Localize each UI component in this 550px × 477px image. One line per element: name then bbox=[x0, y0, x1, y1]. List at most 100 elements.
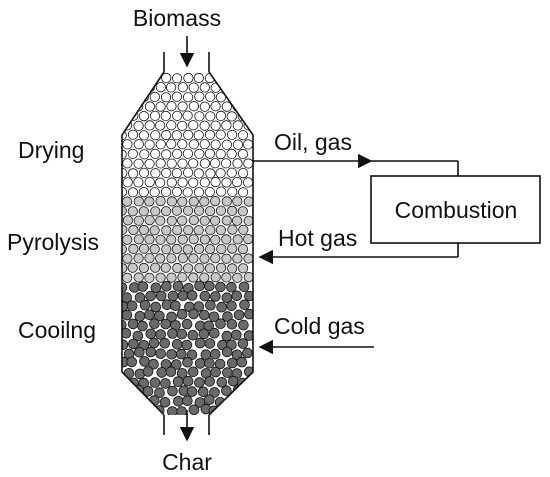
cooling-particle bbox=[231, 404, 242, 415]
drying-particle bbox=[221, 139, 232, 150]
cooling-particle bbox=[233, 309, 245, 321]
drying-particle bbox=[177, 82, 188, 93]
drying-particle bbox=[193, 168, 204, 179]
pyrolysis-particle bbox=[127, 206, 138, 217]
pyrolysis-particle bbox=[210, 253, 221, 264]
drying-particle bbox=[177, 177, 188, 188]
cooling-particle bbox=[154, 310, 165, 322]
cooling-particle bbox=[176, 368, 188, 379]
cooling-particle bbox=[242, 403, 253, 415]
cooling-particle bbox=[155, 329, 167, 340]
cooling-particle bbox=[242, 385, 253, 397]
drying-particle bbox=[194, 111, 205, 122]
cooling-particle bbox=[215, 281, 226, 293]
drying-particle bbox=[243, 139, 253, 150]
cooling-particle bbox=[160, 378, 171, 389]
drying-particle bbox=[177, 101, 188, 112]
cooling-particle bbox=[181, 339, 193, 351]
drying-particle bbox=[149, 187, 160, 198]
drying-particle bbox=[122, 110, 128, 122]
pyrolysis-particle bbox=[150, 262, 161, 273]
drying-particle bbox=[128, 168, 139, 179]
pyrolysis-particle bbox=[139, 243, 150, 254]
drying-particle bbox=[166, 158, 177, 169]
drying-particle bbox=[127, 72, 138, 83]
cooling-particle bbox=[187, 366, 199, 378]
cooling-particle bbox=[228, 395, 239, 407]
drying-particle bbox=[149, 110, 161, 121]
cooling-particle bbox=[122, 404, 133, 415]
pyrolysis-particle bbox=[133, 253, 144, 264]
cooling-particle bbox=[166, 311, 177, 323]
drying-particle bbox=[150, 168, 161, 179]
cooling-particle bbox=[167, 406, 178, 415]
cooling-particle bbox=[137, 320, 148, 332]
cooling-particle bbox=[155, 290, 167, 302]
drying-particle bbox=[199, 120, 210, 131]
cooling-particle bbox=[194, 280, 205, 292]
cold-gas-label: Cold gas bbox=[274, 313, 365, 339]
drying-particle bbox=[226, 111, 237, 122]
cooling-particle bbox=[149, 377, 161, 388]
pyrolysis-particle bbox=[166, 253, 177, 264]
cooling-particle bbox=[148, 337, 160, 349]
cooling-particle bbox=[172, 280, 184, 292]
pyrolysis-particle bbox=[122, 253, 133, 264]
reactor-vessel bbox=[121, 52, 254, 435]
cooling-particle bbox=[160, 318, 172, 330]
pyrolysis-particle bbox=[221, 272, 232, 283]
pyrolysis-particle bbox=[166, 215, 177, 226]
pyrolysis-particle bbox=[177, 253, 188, 264]
drying-particle bbox=[232, 120, 243, 131]
pyrolysis-particle bbox=[188, 215, 199, 226]
drying-particle bbox=[221, 158, 232, 169]
drying-particle bbox=[150, 148, 161, 159]
drying-particle bbox=[238, 168, 249, 179]
pyrolysis-particle bbox=[155, 215, 166, 226]
pyrolysis-particle bbox=[172, 225, 183, 236]
cooling-particle bbox=[171, 359, 182, 370]
pyrolysis-particle bbox=[221, 215, 232, 226]
drying-particle bbox=[133, 158, 144, 169]
drying-particle bbox=[194, 148, 205, 159]
pyrolysis-particle bbox=[243, 234, 253, 245]
pyrolysis-particle bbox=[155, 196, 166, 207]
pyrolysis-particle bbox=[171, 243, 182, 255]
cooling-particle bbox=[182, 356, 193, 368]
drying-particle bbox=[227, 129, 238, 140]
cooling-particle bbox=[243, 330, 253, 341]
drying-particle bbox=[161, 149, 172, 160]
cooling-particle bbox=[226, 300, 237, 312]
pyrolysis-particle bbox=[138, 224, 150, 236]
pyrolysis-particle bbox=[177, 234, 188, 245]
drying-particle bbox=[205, 111, 216, 122]
drying-particle bbox=[232, 177, 243, 188]
drying-particle bbox=[215, 92, 226, 103]
drying-particle bbox=[232, 158, 243, 169]
pyrolysis-particle bbox=[161, 225, 172, 236]
drying-particle bbox=[160, 92, 172, 103]
pyrolysis-particle bbox=[238, 263, 249, 274]
pyrolysis-particle bbox=[215, 205, 227, 216]
drying-particle bbox=[205, 168, 216, 179]
drying-particle bbox=[183, 92, 194, 103]
cooling-particle bbox=[134, 346, 145, 358]
pyrolysis-particle bbox=[232, 234, 243, 245]
pyrolysis-particle bbox=[122, 272, 133, 283]
drying-particle bbox=[166, 120, 177, 131]
drying-particle bbox=[171, 91, 182, 102]
pyrolysis-particle bbox=[128, 224, 139, 236]
pyrolysis-particle bbox=[161, 244, 172, 255]
pyrolysis-particle bbox=[216, 262, 227, 273]
drying-particle bbox=[232, 139, 243, 150]
pyrolysis-particle bbox=[210, 234, 221, 245]
drying-particle bbox=[161, 129, 172, 141]
drying-particle bbox=[210, 139, 221, 150]
drying-particle bbox=[193, 187, 205, 198]
cooling-particle bbox=[204, 376, 215, 387]
cooling-particle bbox=[128, 338, 139, 350]
pyrolysis-particle bbox=[138, 262, 149, 274]
cooling-particle bbox=[205, 299, 216, 311]
pyrolysis-particle bbox=[122, 234, 133, 245]
pyrolysis-particle bbox=[133, 272, 144, 283]
